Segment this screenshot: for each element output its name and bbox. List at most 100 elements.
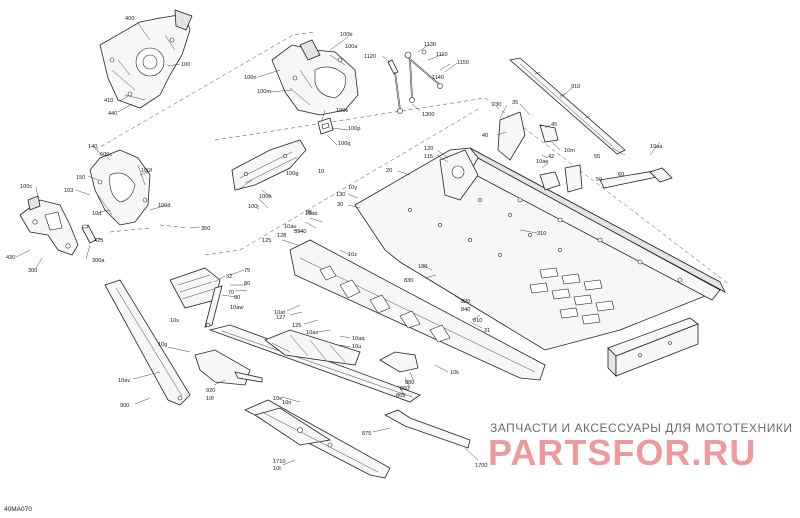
callout: 50	[596, 177, 602, 183]
callout: 70	[228, 290, 234, 296]
callout: 300a	[92, 258, 105, 264]
callout: 880	[405, 380, 414, 386]
long-running-board	[208, 324, 421, 403]
callout: 1150	[457, 60, 469, 66]
steering-support-frame	[271, 39, 359, 116]
callout: 103	[64, 188, 73, 194]
callout: 910	[571, 84, 580, 90]
callout: 10z	[348, 252, 357, 258]
callout: 920	[206, 388, 215, 394]
callout: 36	[306, 210, 312, 216]
rear-bumper-bar	[607, 317, 699, 377]
callout: 100m	[257, 89, 271, 95]
callout: 600c	[100, 152, 112, 158]
long-reinforcement-bar	[509, 57, 626, 155]
lattice-reinforcement	[264, 329, 361, 366]
callout: 10ab	[305, 211, 317, 217]
callout: 10s	[170, 318, 179, 324]
callout: 10g	[158, 342, 167, 348]
watermark-logo: PARTSFOR.RU	[488, 432, 756, 473]
callout: 127	[276, 315, 285, 321]
callout: 440	[108, 111, 117, 117]
leader-lines	[15, 21, 661, 466]
callout: 45	[551, 122, 557, 128]
callout: 900	[120, 403, 129, 409]
front-left-strut	[104, 279, 191, 406]
callout: 10u	[352, 344, 361, 350]
callout: 10k	[450, 370, 459, 376]
callout: 60	[618, 172, 624, 178]
callout: 820	[461, 299, 470, 305]
callout: 128	[277, 233, 286, 239]
watermark-tagline: ЗАПЧАСТИ И АКСЕССУАРЫ ДЛЯ МОТОТЕХНИКИ	[490, 421, 792, 435]
callout: 100e	[336, 108, 348, 114]
callout: 140	[88, 144, 97, 150]
callout: 810	[473, 318, 482, 324]
callout: 125	[262, 238, 271, 244]
callout: 10at	[274, 310, 285, 316]
lower-side-rail	[244, 399, 391, 479]
callout: 10as	[306, 330, 318, 336]
callout: 10	[318, 169, 324, 175]
callout: 10au	[284, 224, 296, 230]
small-bracket	[317, 117, 334, 135]
callout: 100d	[158, 203, 170, 209]
callout: 1700	[475, 463, 487, 469]
callout: 1140	[432, 75, 444, 81]
callout: 410	[104, 98, 113, 104]
callout: 30	[337, 202, 343, 208]
callout: 100	[181, 62, 190, 68]
callout: 100h	[259, 194, 271, 200]
footrest-panel	[169, 267, 221, 309]
callout: 830	[404, 278, 413, 284]
side-mount-bracket	[19, 195, 79, 256]
callout: 10ae	[536, 159, 548, 165]
upper-column-frame	[99, 9, 193, 109]
callout: 20	[386, 168, 392, 174]
callout: 310	[537, 231, 546, 237]
main-tunnel-frame	[289, 147, 726, 381]
callout: 100b	[340, 32, 352, 38]
running-board-bracket	[194, 349, 263, 386]
callout: 425	[94, 238, 103, 244]
callout: 10t	[273, 466, 281, 472]
callout: 10aw	[230, 305, 244, 311]
callout: 130	[336, 192, 345, 198]
callout: 875	[362, 431, 371, 437]
steering-column-bracket	[89, 149, 151, 226]
callout: 1710	[273, 459, 285, 465]
callout: 1130	[424, 42, 436, 48]
spacer-tube	[81, 224, 97, 244]
callout: 350	[201, 226, 210, 232]
side-panel-shield	[231, 139, 307, 191]
diagram-code: 40MA070	[4, 506, 32, 513]
callout: 100g	[286, 171, 298, 177]
callout: 865	[396, 393, 405, 399]
callout: 180	[418, 264, 427, 270]
callout: 3340	[294, 229, 306, 235]
callout: 10d	[92, 211, 101, 217]
watermark: ЗАПЧАСТИ И АКСЕССУАРЫ ДЛЯ МОТОТЕХНИКИ PA…	[488, 421, 792, 473]
rear-brackets	[497, 111, 673, 193]
callout: 10y	[348, 185, 357, 191]
callout: 55	[594, 154, 600, 160]
callout: 10m	[564, 148, 575, 154]
foot-support-bracket	[379, 351, 419, 373]
callout: 860	[400, 386, 409, 392]
callout: 10aa	[650, 144, 663, 150]
callout: 100j	[248, 204, 259, 210]
callout: 150	[76, 175, 85, 181]
strut-rods	[387, 49, 443, 114]
callout: 42	[548, 154, 554, 160]
callout: 10e	[273, 396, 282, 402]
part-callouts: 400 100 410 440 100b 100a 100n 100m 1120…	[6, 16, 663, 472]
callout: 115	[424, 154, 433, 160]
callout: 10f	[206, 396, 214, 402]
callout: 230	[492, 102, 501, 108]
callout: 10n	[282, 400, 291, 406]
callout: 31	[484, 328, 490, 334]
rear-bent-bar	[384, 409, 471, 449]
callout: 100f	[141, 168, 152, 174]
callout: 10aq	[352, 336, 364, 342]
